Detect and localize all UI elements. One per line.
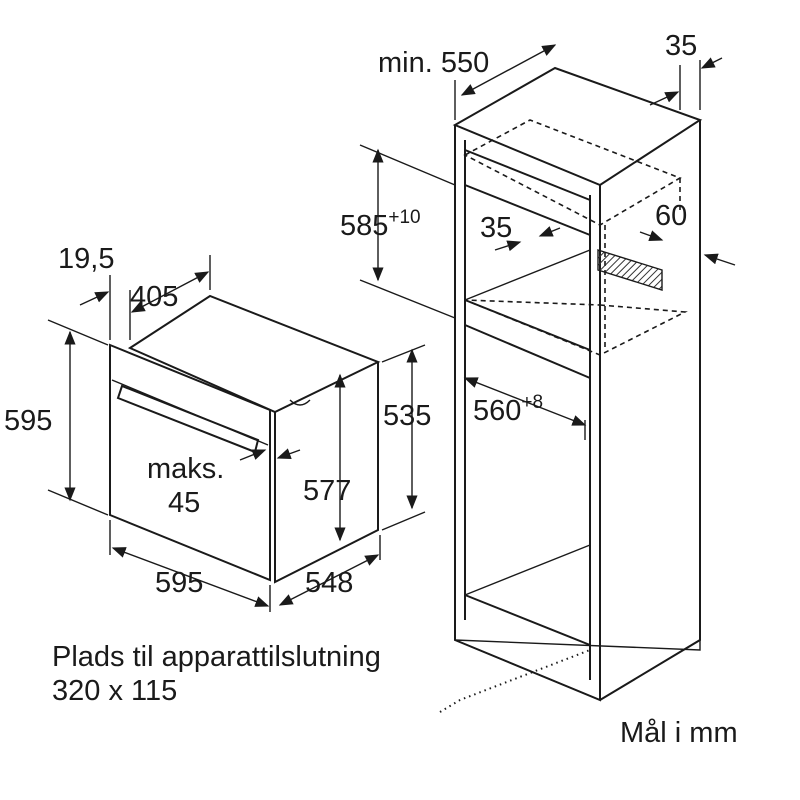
connection-space-size: 320 x 115 (52, 675, 177, 707)
oven-height-label: 595 (4, 405, 52, 437)
niche-height-label: 585+10 (340, 207, 421, 242)
rear-vent-label: 35 (480, 212, 512, 244)
oven (109, 294, 381, 584)
vent-depth-label: 60 (655, 200, 687, 232)
body-height-label: 535 (383, 400, 431, 432)
oven-width-label: 595 (155, 567, 203, 599)
front-thickness-label: 19,5 (58, 243, 114, 275)
dimension-lines (47, 44, 736, 713)
units-label: Mål i mm (620, 717, 738, 749)
cabinet (452, 66, 703, 702)
niche-width-label: 560+8 (473, 392, 543, 427)
oven-depth-label: 548 (305, 567, 353, 599)
connection-space-label: Plads til apparattilslutning (52, 641, 381, 673)
vent-gap-hatch (597, 249, 663, 291)
inner-height-label: 577 (303, 475, 351, 507)
oven-handle (116, 384, 260, 454)
max-label: maks. (147, 453, 224, 485)
cabinet-depth-label: min. 550 (378, 47, 489, 79)
back-gap-label: 35 (665, 30, 697, 62)
max-value: 45 (168, 487, 200, 519)
handle-depth-label: 405 (130, 281, 178, 313)
